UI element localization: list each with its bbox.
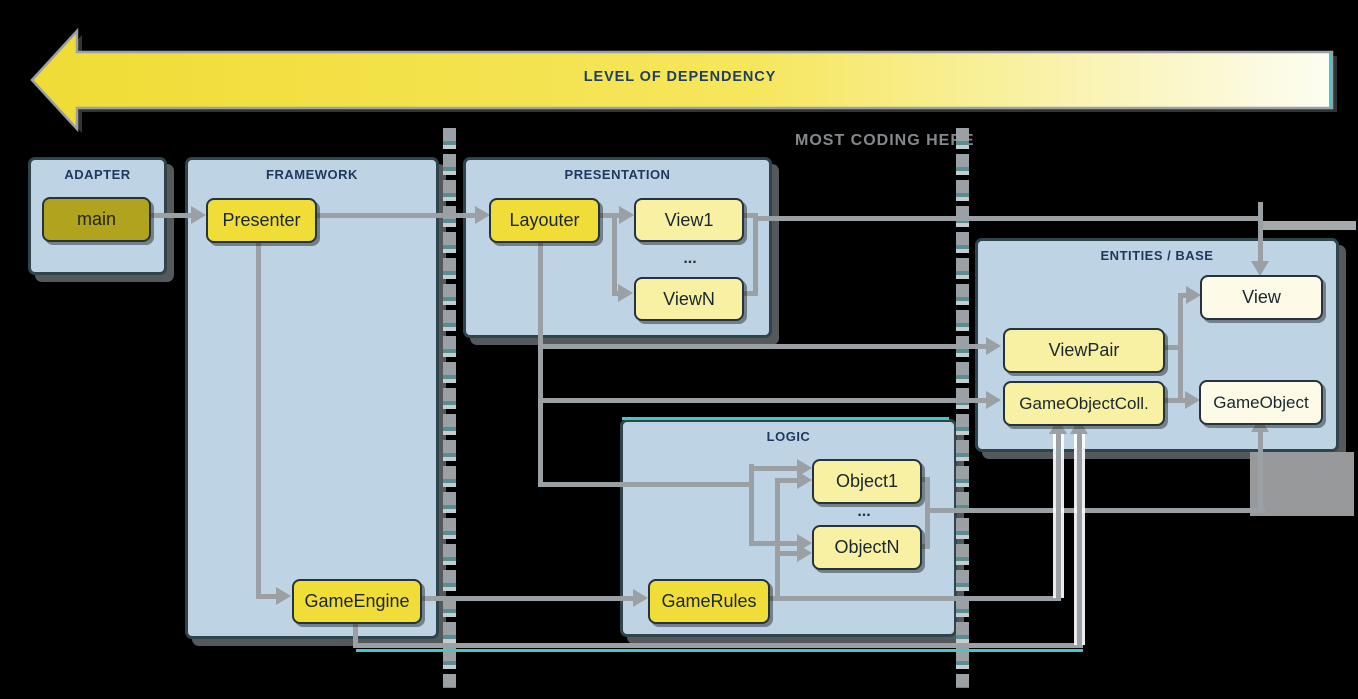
arrowhead-icon [633,589,648,607]
arrowhead-icon [986,337,1001,355]
connector-line [766,596,1061,601]
arrowhead-icon [797,544,812,562]
connector-line [925,508,1265,513]
node-view-pair: ViewPair [1003,328,1165,373]
node-view-pair-label: ViewPair [1048,340,1120,360]
arrowhead-icon [1186,286,1201,304]
connector-line [1077,432,1082,645]
layer-separator-right [956,128,969,688]
layer-logic-title: LOGIC [766,429,811,444]
presentation-ellipsis: ... [683,250,697,267]
node-game-engine: GameEngine [292,579,422,624]
node-presenter-label: Presenter [222,210,301,230]
connector-line [918,544,930,549]
arrowhead-icon [619,206,634,224]
node-main: main [42,197,151,242]
connector-line [612,291,620,296]
node-main-label: main [76,209,116,229]
connector-line [749,466,797,471]
node-object1: Object1 [812,459,922,504]
connector-line [313,213,477,218]
node-layouter-label: Layouter [509,210,580,230]
arrowhead-icon [986,391,1001,409]
arrowhead-icon [797,471,812,489]
connector-line [753,213,758,296]
gray-shadow-block [1250,452,1354,516]
most-coding-here-annotation: MOST CODING HERE [795,132,975,149]
connector-line [418,596,633,601]
node-game-object: GameObject [1199,380,1323,425]
connector-line [1161,398,1185,403]
node-view-label: View [1242,287,1281,307]
node-game-engine-label: GameEngine [304,591,410,611]
layer-entities-base-title: ENTITIES / BASE [1100,248,1214,263]
arrowhead-icon [191,206,206,224]
connector-line [753,216,1263,221]
connector-line [353,620,358,647]
arrowhead-icon [475,206,490,224]
connector-line [1056,432,1061,598]
arrowhead-icon [1251,261,1269,276]
arrowhead-icon [276,587,291,605]
connector-line [775,551,797,556]
connector-line [538,344,988,349]
connector-line [740,291,758,296]
node-presenter: Presenter [206,198,317,243]
connector-line [1178,293,1188,298]
connector-line [256,238,261,596]
node-game-object-coll: GameObjectColl. [1003,381,1165,426]
layer-framework-title: FRAMEWORK [266,167,358,182]
node-object-n: ObjectN [812,525,922,570]
teal-accent-bottom-wire [356,649,1083,652]
connector-line [775,478,780,600]
node-view-n-label: ViewN [663,288,715,309]
teal-accent-logic-top [622,417,949,420]
connector-line [147,213,193,218]
node-layouter: Layouter [489,198,600,243]
arrowhead-icon [618,284,633,302]
layer-presentation-title: PRESENTATION [564,167,671,182]
node-game-object-coll-label: GameObjectColl. [1019,393,1149,413]
node-view: View [1200,275,1323,320]
node-game-rules-label: GameRules [661,591,757,611]
connector-line [918,477,930,482]
connector-line [538,398,988,403]
dependency-arrow-label: LEVEL OF DEPENDENCY [583,69,777,85]
connector-line [256,594,278,599]
connector-line [596,213,621,218]
connector-line [1258,430,1263,513]
connector-line [1258,202,1263,216]
gray-edge-bar [1261,221,1356,230]
connector-line [1258,221,1263,263]
connector-line [749,541,797,546]
connector-line [775,478,797,483]
node-object1-label: Object1 [835,471,899,491]
connector-line [925,477,930,549]
layer-adapter-title: ADAPTER [64,167,131,182]
logic-ellipsis: ... [857,503,871,520]
node-view-n: ViewN [634,277,744,321]
connector-line [612,218,617,293]
node-game-object-label: GameObject [1213,392,1309,412]
connector-line [740,213,758,218]
connector-line [749,464,754,546]
node-view1: View1 [634,198,744,242]
node-view1-label: View1 [664,209,714,230]
connector-line [1161,345,1183,350]
connector-line [1178,293,1183,400]
dependency-arrow [30,27,1337,133]
arrowhead-icon [1185,391,1200,409]
node-object-n-label: ObjectN [834,537,900,557]
connector-line [353,643,1083,648]
connector-line [538,238,543,486]
connector-line [538,482,754,487]
layer-separator-left [443,128,456,688]
node-game-rules: GameRules [648,579,770,624]
